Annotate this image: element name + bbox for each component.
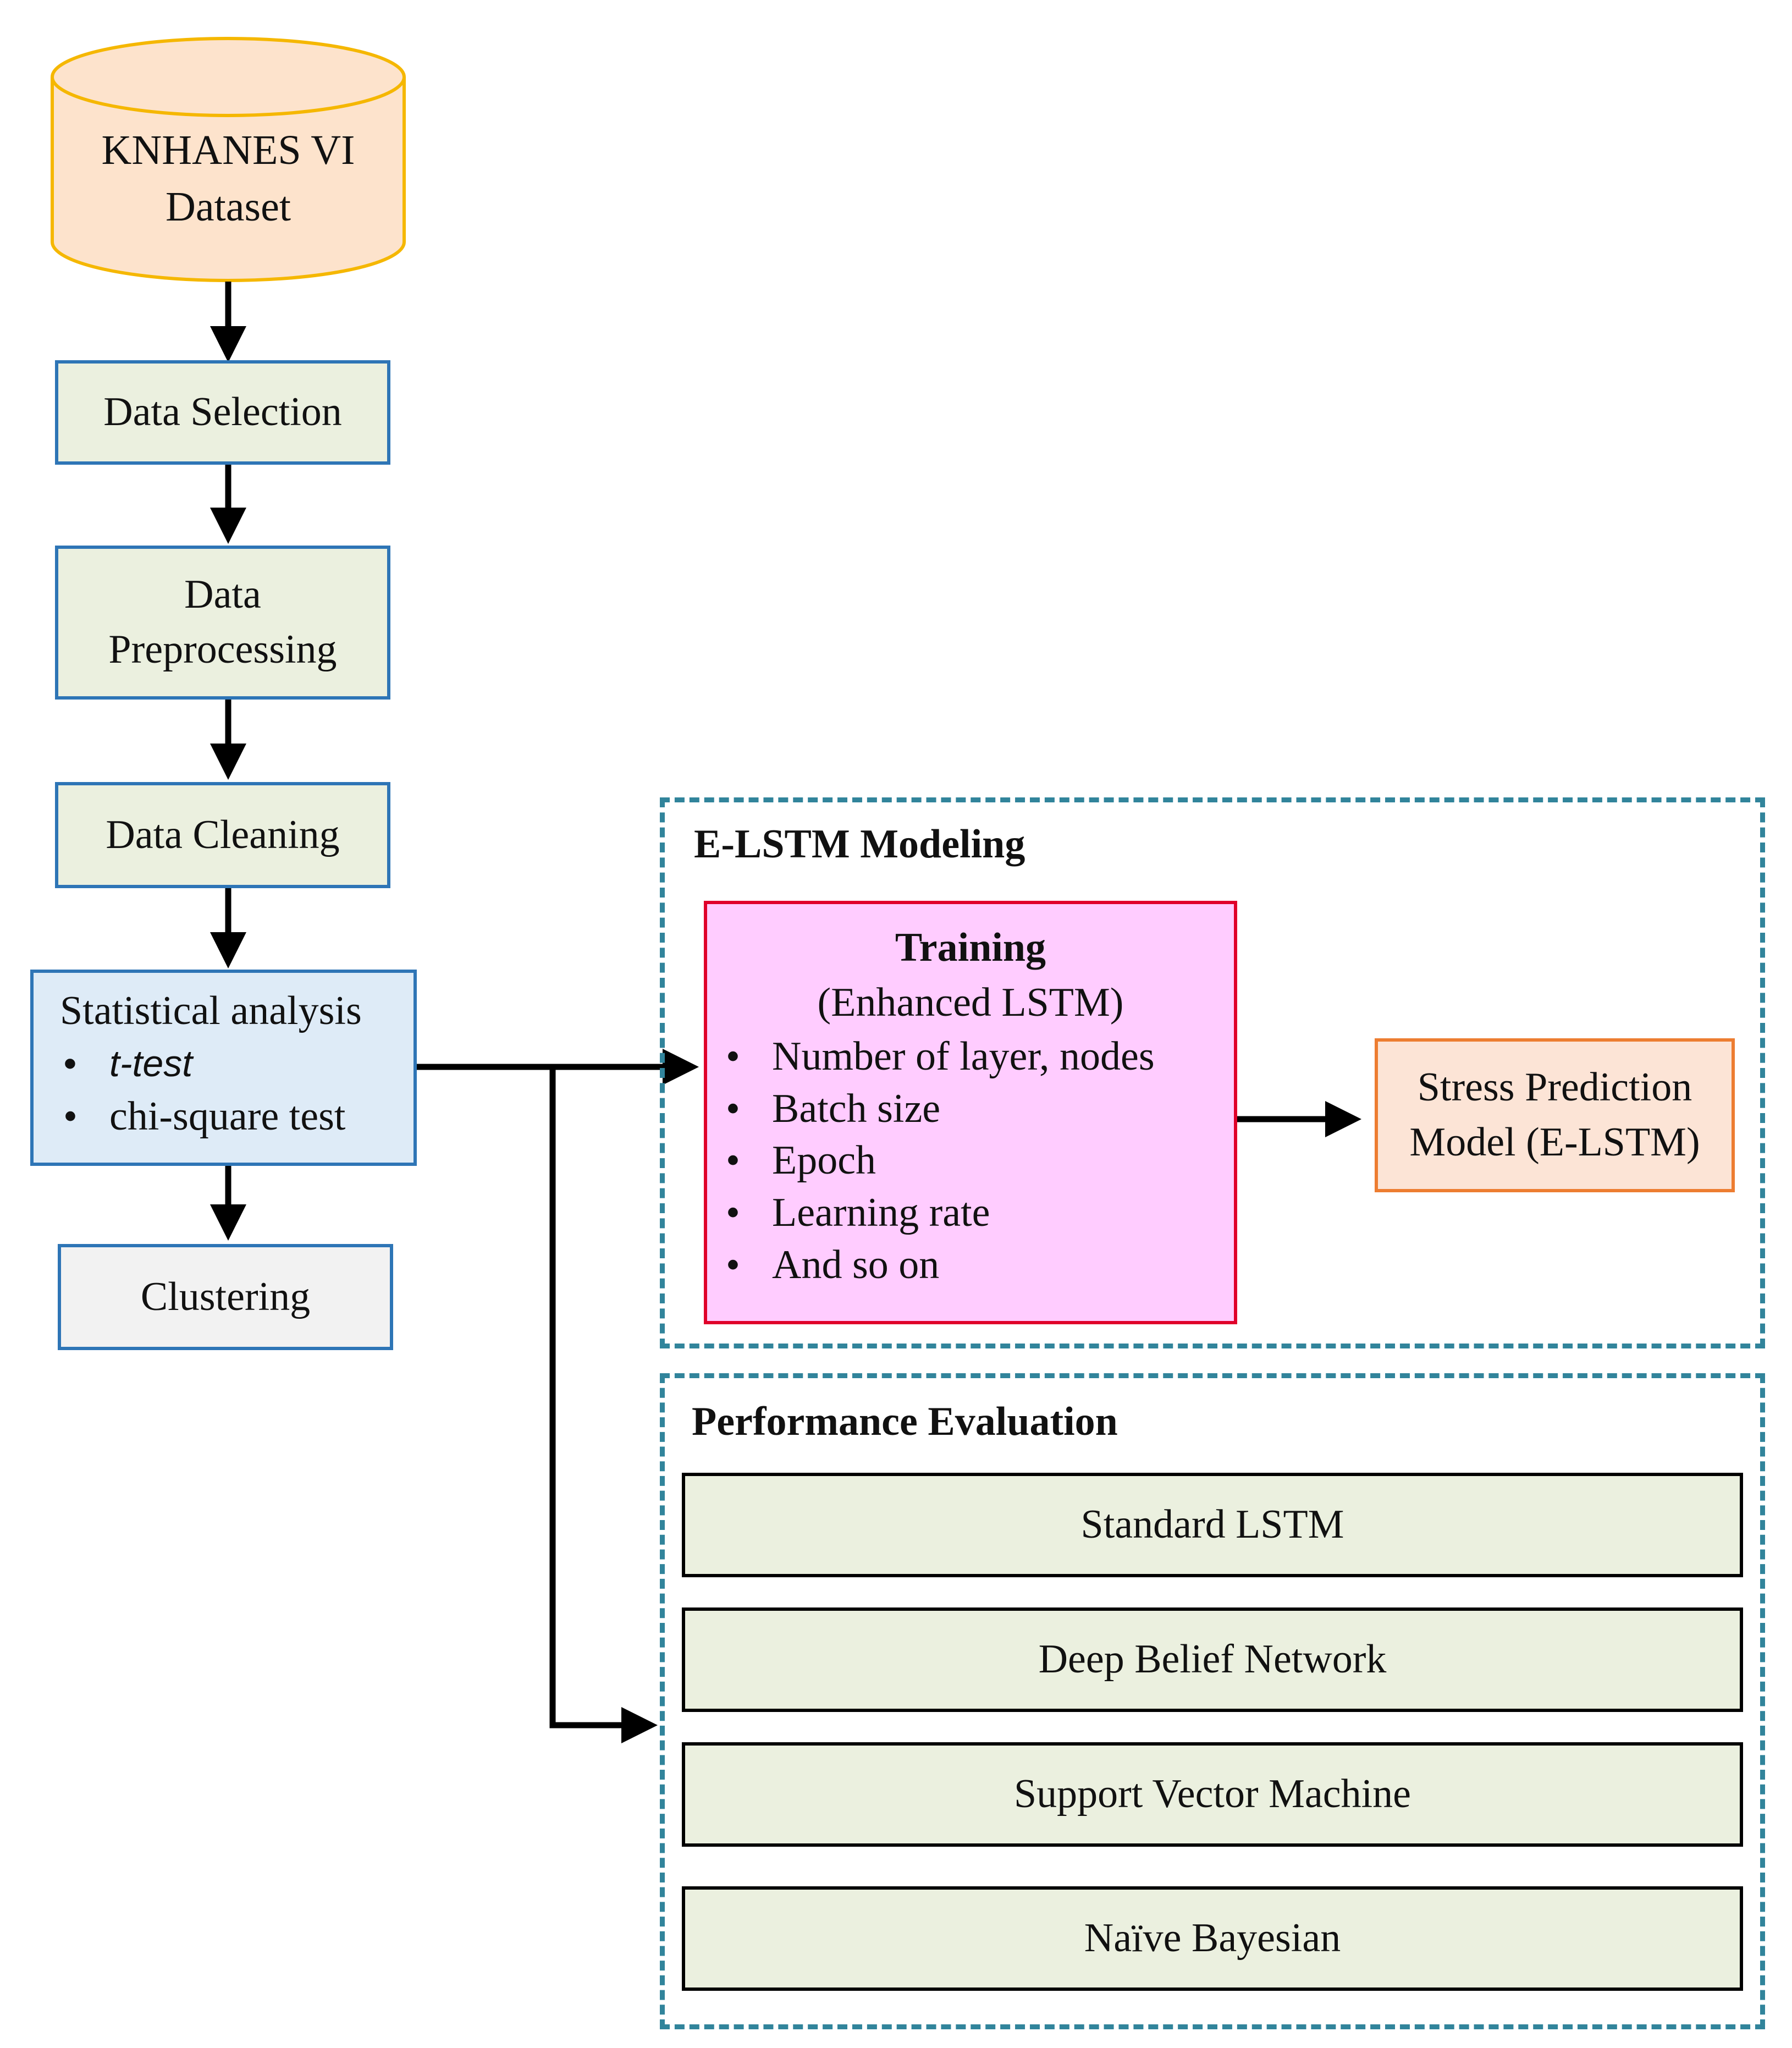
training-parameter-item: Epoch: [717, 1135, 1155, 1187]
clustering-label: Clustering: [140, 1274, 311, 1319]
performance-evaluation-title: Performance Evaluation: [692, 1399, 1118, 1444]
comparison-model-label: Deep Belief Network: [1038, 1637, 1387, 1682]
dataset-node: KNHANES VI Dataset: [52, 115, 404, 242]
elstm-modeling-title: E-LSTM Modeling: [694, 822, 1025, 867]
stress-prediction-label-line2: Model (E-LSTM): [1409, 1120, 1700, 1165]
comparison-model-box: Standard LSTM: [682, 1473, 1743, 1577]
data-cleaning-label: Data Cleaning: [106, 812, 340, 857]
clustering-box: Clustering: [58, 1244, 393, 1350]
training-subtitle: (Enhanced LSTM): [817, 979, 1124, 1025]
elstm-modeling-group: [660, 797, 1765, 1348]
dataset-label-line1: KNHANES VI: [101, 127, 355, 174]
connector-branch-to-evaluation: [549, 1067, 658, 1743]
comparison-model-label: Standard LSTM: [1080, 1502, 1344, 1548]
stress-prediction-label-line1: Stress Prediction: [1417, 1065, 1692, 1110]
stress-prediction-model-box: Stress Prediction Model (E-LSTM): [1375, 1038, 1735, 1192]
dataset-label-line2: Dataset: [166, 184, 291, 230]
statistical-test-item: t-test: [54, 1039, 345, 1089]
performance-evaluation-group: [660, 1373, 1765, 2029]
training-parameter-item: Learning rate: [717, 1187, 1155, 1239]
data-preprocessing-label-line1: Data: [184, 572, 261, 618]
data-selection-box: Data Selection: [55, 360, 390, 465]
statistical-test-item: chi-square test: [54, 1089, 345, 1144]
data-selection-label: Data Selection: [103, 389, 342, 435]
training-parameter-item: Batch size: [717, 1083, 1155, 1135]
dataset-cylinder: [51, 37, 406, 282]
comparison-model-label: Naïve Bayesian: [1084, 1915, 1341, 1961]
training-parameter-list: Number of layer, nodes Batch size Epoch …: [717, 1031, 1155, 1291]
comparison-model-box: Support Vector Machine: [682, 1742, 1743, 1847]
comparison-model-box: Deep Belief Network: [682, 1607, 1743, 1712]
comparison-model-label: Support Vector Machine: [1013, 1771, 1411, 1817]
statistical-analysis-box: Statistical analysis t-test chi-square t…: [30, 970, 417, 1166]
data-preprocessing-label-line2: Preprocessing: [108, 627, 337, 672]
data-preprocessing-box: Data Preprocessing: [55, 546, 390, 700]
comparison-model-box: Naïve Bayesian: [682, 1886, 1743, 1991]
training-box: Training (Enhanced LSTM) Number of layer…: [704, 901, 1237, 1324]
statistical-test-list: t-test chi-square test: [54, 1039, 345, 1144]
training-title: Training: [895, 925, 1046, 970]
training-parameter-item: And so on: [717, 1239, 1155, 1291]
training-parameter-item: Number of layer, nodes: [717, 1031, 1155, 1083]
statistical-analysis-title: Statistical analysis: [60, 988, 362, 1033]
data-cleaning-box: Data Cleaning: [55, 782, 390, 888]
